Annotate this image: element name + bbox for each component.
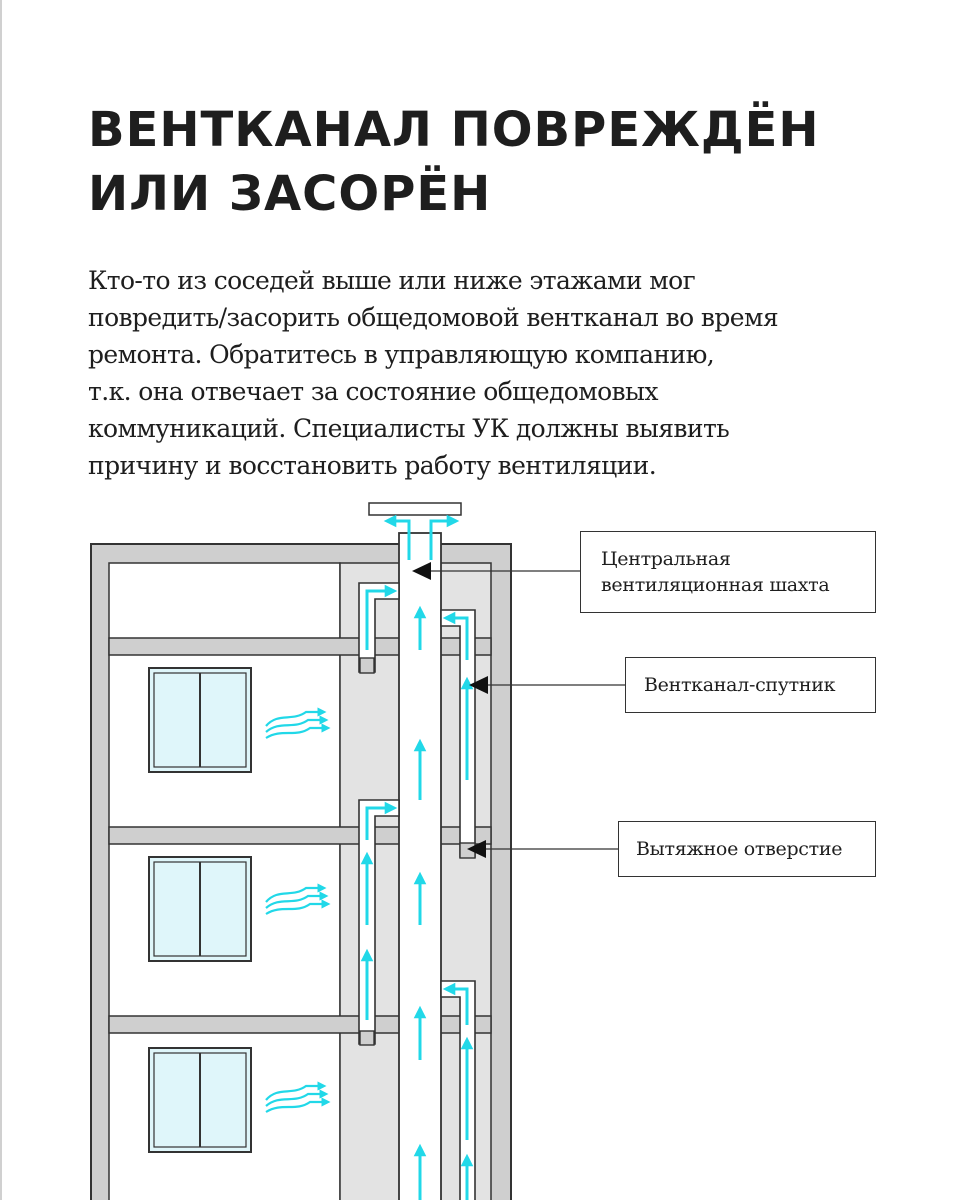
description-line: причину и восстановить работу вентиляции… xyxy=(88,451,657,480)
callout-central-shaft: Центральная вентиляционная шахта xyxy=(580,531,876,613)
page-title: ВЕНТКАНАЛ ПОВРЕЖДЁН ИЛИ ЗАСОРЁН xyxy=(88,98,908,226)
description-line: коммуникаций. Специалисты УК должны выяв… xyxy=(88,414,730,443)
page-edge-rule xyxy=(0,0,2,1200)
leader-line-central xyxy=(412,562,580,580)
floor-slab xyxy=(108,826,492,845)
description-line: ремонта. Обратитесь в управляющую компан… xyxy=(88,340,715,369)
airflow-wave-icon xyxy=(265,883,331,915)
leader-line-satellite xyxy=(469,676,625,694)
description-paragraph: Кто-то из соседей выше или ниже этажами … xyxy=(88,262,888,484)
roof-exhaust-arrows xyxy=(383,514,460,560)
shaft-roof-cap xyxy=(368,502,462,516)
satellite-duct-left-upper xyxy=(358,582,400,674)
window xyxy=(148,667,252,773)
callout-central-line-2: вентиляционная шахта xyxy=(601,574,830,596)
title-line-2: ИЛИ ЗАСОРЁН xyxy=(88,166,492,222)
leader-line-exhaust xyxy=(467,840,618,858)
description-line: Кто-то из соседей выше или ниже этажами … xyxy=(88,266,696,295)
satellite-duct-left-middle xyxy=(358,799,400,1046)
callout-satellite-duct: Вентканал-спутник xyxy=(625,657,876,713)
airflow-wave-icon xyxy=(265,707,331,739)
floor-slab xyxy=(108,637,492,656)
satellite-duct-right-upper xyxy=(440,609,476,859)
satellite-duct-right-lower xyxy=(440,980,476,1200)
exhaust-vent xyxy=(359,657,375,674)
description-line: т.к. она отвечает за состояние общедомов… xyxy=(88,377,658,406)
window xyxy=(148,856,252,962)
window xyxy=(148,1047,252,1153)
callout-exhaust-opening: Вытяжное отверстие xyxy=(618,821,876,877)
title-line-1: ВЕНТКАНАЛ ПОВРЕЖДЁН xyxy=(88,102,820,158)
exhaust-vent xyxy=(359,1030,375,1046)
callout-central-line-1: Центральная xyxy=(601,548,731,570)
description-line: повредить/засорить общедомовой вентканал… xyxy=(88,303,779,332)
airflow-wave-icon xyxy=(265,1081,331,1113)
floor-slab xyxy=(108,1015,492,1034)
